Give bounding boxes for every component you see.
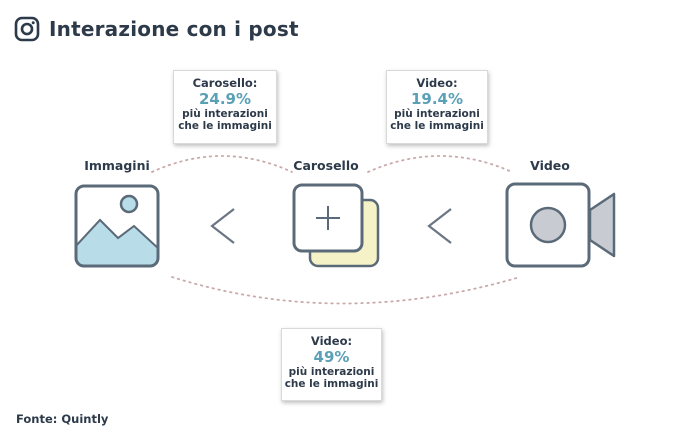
callout-head: Carosello:: [192, 76, 258, 90]
less-than-symbol: [210, 208, 235, 244]
page-title: Interazione con i post: [14, 16, 299, 42]
arc-carousel-video: [367, 155, 513, 173]
source-note: Fonte: Quintly: [16, 412, 109, 426]
carousel-plus-icon: [292, 183, 380, 268]
label-images: Immagini: [84, 158, 150, 173]
label-carousel: Carosello: [293, 158, 359, 173]
callout-percentage: 19.4%: [410, 90, 464, 108]
callout-head: Video:: [310, 334, 353, 348]
callout-head: Video:: [416, 76, 458, 90]
callout-description: che le immagini: [178, 120, 272, 132]
instagram-icon: [14, 16, 40, 42]
less-than-symbol: [427, 208, 452, 244]
arc-images-carousel: [151, 155, 293, 173]
label-video: Video: [530, 158, 570, 173]
callout-description: più interazioni: [182, 108, 268, 120]
callout-description: più interazioni: [288, 366, 375, 378]
arc-images-video: [171, 276, 521, 305]
callout-carousel: Carosello: 24.9% più interazioni che le …: [173, 70, 277, 144]
video-camera-icon: [505, 182, 616, 268]
callout-description: più interazioni: [394, 108, 480, 120]
callout-video-carousel: Video: 19.4% più interazioni che le imma…: [386, 70, 488, 144]
callout-description: che le immagini: [390, 120, 484, 132]
callout-percentage: 24.9%: [198, 90, 252, 108]
image-icon: [74, 184, 160, 268]
title-text: Interazione con i post: [49, 17, 299, 41]
callout-video-images: Video: 49% più interazioni che le immagi…: [281, 328, 382, 401]
callout-percentage: 49%: [313, 348, 350, 366]
callout-description: che le immagini: [284, 378, 379, 390]
